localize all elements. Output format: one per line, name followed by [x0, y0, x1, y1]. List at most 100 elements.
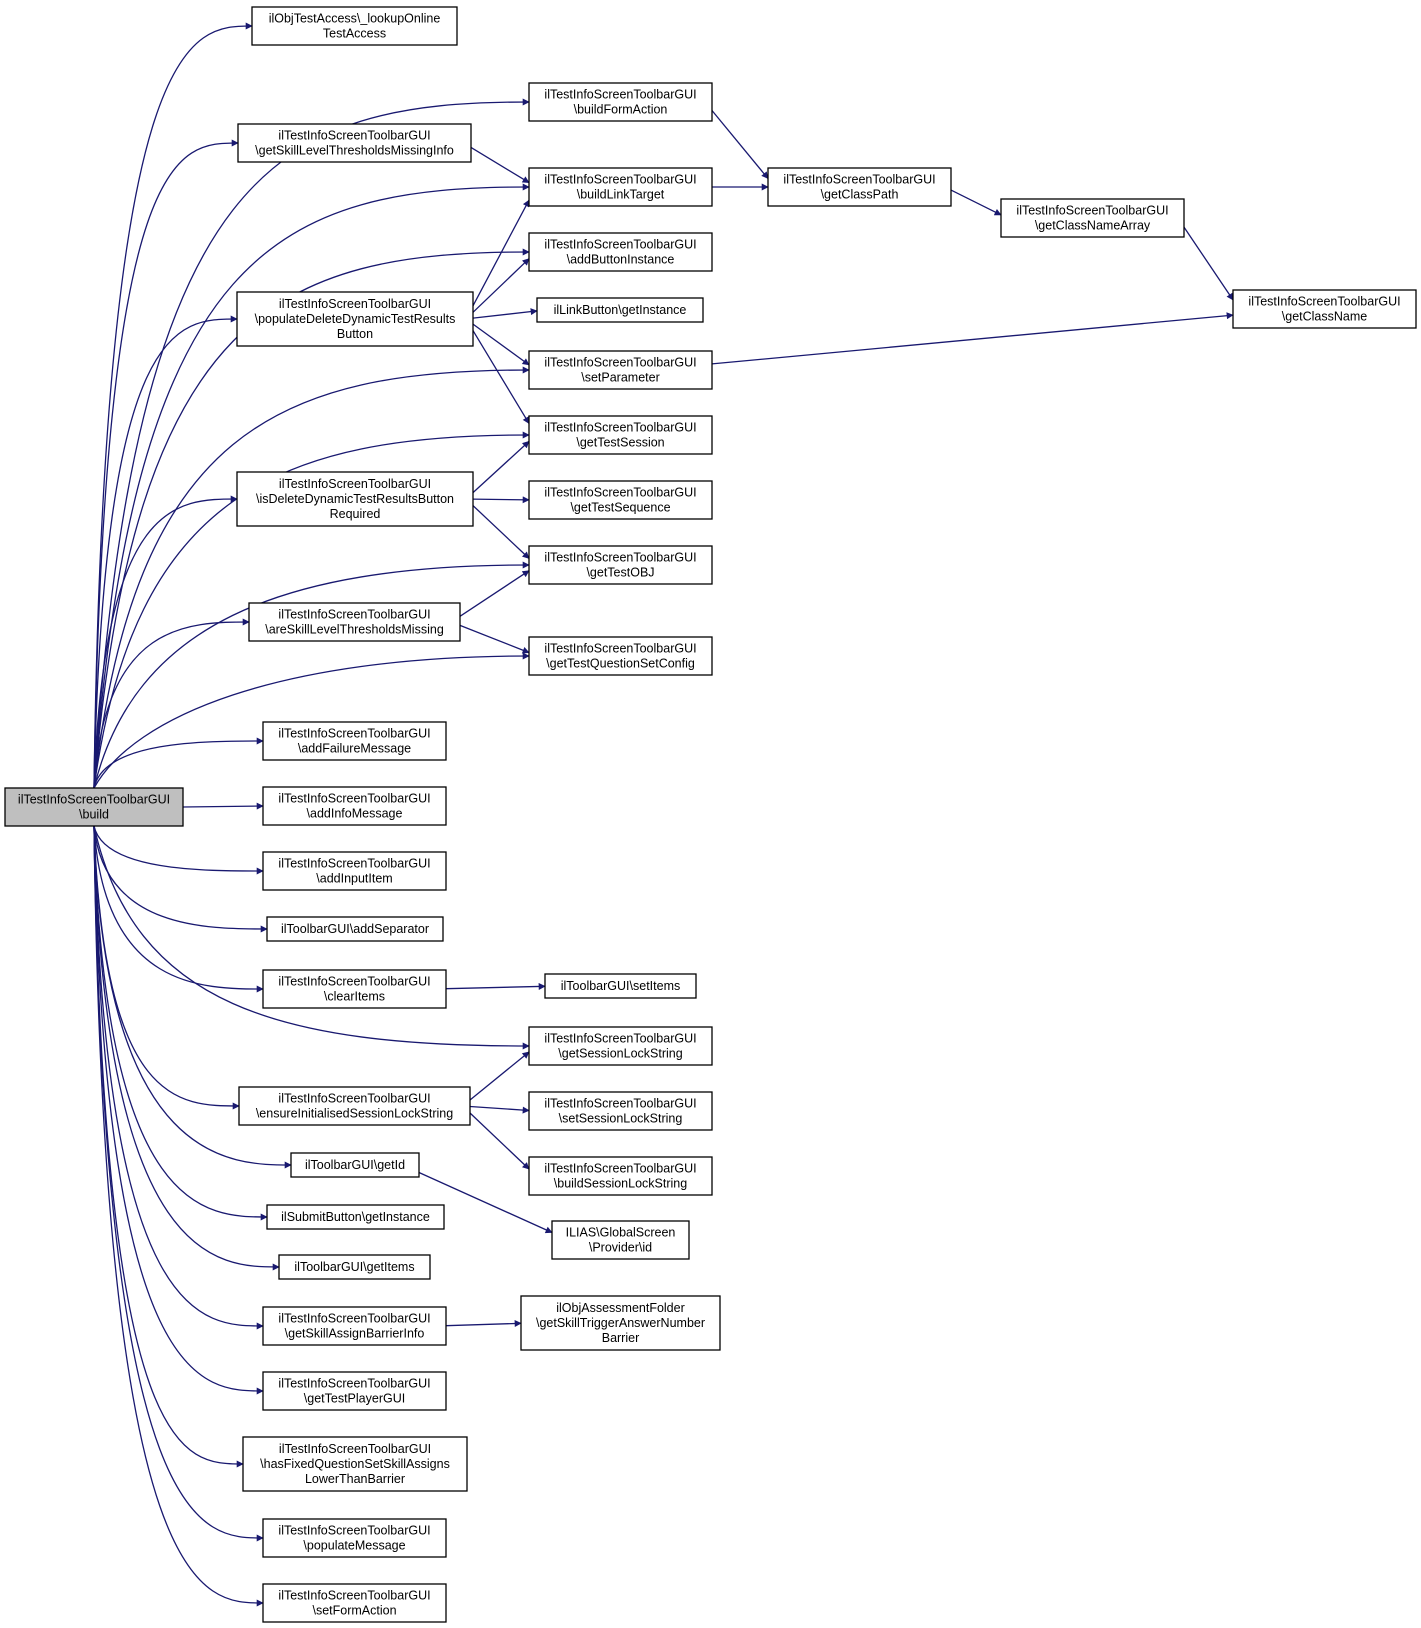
- edge-get-class-path-to-get-class-name-array: [950, 189, 1002, 216]
- node-set-session-lock[interactable]: ilTestInfoScreenToolbarGUI\setSessionLoc…: [528, 1091, 713, 1131]
- edge-build-to-populate-delete: [93, 315, 238, 789]
- edge: [472, 258, 530, 313]
- edge: [93, 737, 264, 789]
- node-get-test-obj[interactable]: ilTestInfoScreenToolbarGUI\getTestOBJ: [528, 545, 713, 585]
- node-label-line: \getTestPlayerGUI: [304, 1392, 405, 1406]
- node-get-test-sequence[interactable]: ilTestInfoScreenToolbarGUI\getTestSequen…: [528, 480, 713, 520]
- edge: [93, 315, 238, 789]
- node-provider-id[interactable]: ILIAS\GlobalScreen\Provider\id: [551, 1220, 690, 1260]
- node-skill-missing-info[interactable]: ilTestInfoScreenToolbarGUI\getSkillLevel…: [237, 123, 472, 163]
- edge-build-to-clear-items: [93, 825, 264, 993]
- node-box: [237, 123, 472, 163]
- edge-ensure-lock-to-set-session-lock: [469, 1105, 530, 1114]
- edge: [93, 825, 292, 1169]
- edge: [93, 431, 530, 789]
- node-add-info[interactable]: ilTestInfoScreenToolbarGUI\addInfoMessag…: [262, 786, 447, 826]
- node-trigger-barrier[interactable]: ilObjAssessmentFolder\getSkillTriggerAns…: [520, 1295, 721, 1351]
- node-build[interactable]: ilTestInfoScreenToolbarGUI\build: [4, 787, 184, 827]
- node-box: [528, 1026, 713, 1066]
- node-get-qsconfig[interactable]: ilTestInfoScreenToolbarGUI\getTestQuesti…: [528, 636, 713, 676]
- edge: [469, 1105, 530, 1114]
- edge: [472, 199, 530, 307]
- node-label-line: ilSubmitButton\getInstance: [281, 1210, 430, 1224]
- edge: [93, 618, 250, 789]
- node-label-line: ilTestInfoScreenToolbarGUI: [278, 1092, 430, 1106]
- edge: [93, 825, 264, 1542]
- edge: [472, 323, 530, 366]
- node-set-items[interactable]: ilToolbarGUI\setItems: [544, 973, 697, 999]
- edge-populate-delete-to-set-parameter: [472, 323, 530, 366]
- edge-build-to-test-player: [93, 825, 264, 1395]
- edge-layer: [93, 22, 1234, 1607]
- node-has-fixed[interactable]: ilTestInfoScreenToolbarGUI\hasFixedQuest…: [242, 1436, 468, 1492]
- node-label-line: \populateMessage: [303, 1539, 405, 1553]
- node-build-session-lock[interactable]: ilTestInfoScreenToolbarGUI\buildSessionL…: [528, 1156, 713, 1196]
- node-test-player[interactable]: ilTestInfoScreenToolbarGUI\getTestPlayer…: [262, 1371, 447, 1411]
- node-label-line: \isDeleteDynamicTestResultsButton: [256, 492, 454, 506]
- node-label-line: \getClassNameArray: [1035, 219, 1151, 233]
- node-add-separator[interactable]: ilToolbarGUI\addSeparator: [266, 916, 444, 942]
- node-set-form-action[interactable]: ilTestInfoScreenToolbarGUI\setFormAction: [262, 1583, 447, 1623]
- edge: [93, 825, 264, 1395]
- node-skill-assign[interactable]: ilTestInfoScreenToolbarGUI\getSkillAssig…: [262, 1306, 447, 1346]
- edge: [93, 495, 238, 789]
- edge-build-to-get-test-session: [93, 431, 530, 789]
- edge: [93, 825, 530, 1050]
- edge-build-to-lookup: [93, 22, 253, 789]
- edge: [93, 561, 530, 789]
- node-ensure-lock[interactable]: ilTestInfoScreenToolbarGUI\ensureInitial…: [238, 1086, 471, 1126]
- node-are-skill[interactable]: ilTestInfoScreenToolbarGUI\areSkillLevel…: [248, 602, 461, 642]
- node-box: [551, 1220, 690, 1260]
- node-box: [251, 6, 458, 46]
- edge: [469, 1051, 530, 1101]
- node-add-button-instance[interactable]: ilTestInfoScreenToolbarGUI\addButtonInst…: [528, 232, 713, 272]
- node-label-line: \getTestOBJ: [586, 566, 654, 580]
- node-add-failure[interactable]: ilTestInfoScreenToolbarGUI\addFailureMes…: [262, 721, 447, 761]
- edge-populate-delete-to-add-button-instance: [472, 258, 530, 313]
- node-label-line: ILIAS\GlobalScreen: [566, 1226, 676, 1240]
- node-is-delete[interactable]: ilTestInfoScreenToolbarGUI\isDeleteDynam…: [236, 471, 474, 527]
- node-get-class-name-array[interactable]: ilTestInfoScreenToolbarGUI\getClassNameA…: [1000, 198, 1185, 238]
- edge-populate-delete-to-build-link-target: [472, 199, 530, 307]
- edge: [93, 139, 239, 789]
- node-label-line: Barrier: [602, 1331, 640, 1345]
- node-get-test-session[interactable]: ilTestInfoScreenToolbarGUI\getTestSessio…: [528, 415, 713, 455]
- edge-build-to-add-failure: [93, 737, 264, 789]
- node-build-form-action[interactable]: ilTestInfoScreenToolbarGUI\buildFormActi…: [528, 82, 713, 122]
- node-link-get-instance[interactable]: ilLinkButton\getInstance: [536, 297, 704, 323]
- node-label-line: ilTestInfoScreenToolbarGUI: [278, 857, 430, 871]
- node-populate-message[interactable]: ilTestInfoScreenToolbarGUI\populateMessa…: [262, 1518, 447, 1558]
- node-get-items[interactable]: ilToolbarGUI\getItems: [278, 1254, 431, 1280]
- node-populate-delete[interactable]: ilTestInfoScreenToolbarGUI\populateDelet…: [236, 291, 474, 347]
- node-label-line: \getClassName: [1282, 310, 1367, 324]
- node-get-class-path[interactable]: ilTestInfoScreenToolbarGUI\getClassPath: [767, 167, 952, 207]
- edge-build-to-build-link-target: [93, 183, 530, 789]
- node-label-line: ilTestInfoScreenToolbarGUI: [544, 173, 696, 187]
- node-label-line: \clearItems: [324, 990, 385, 1004]
- node-box: [290, 1152, 420, 1178]
- node-get-class-name[interactable]: ilTestInfoScreenToolbarGUI\getClassName: [1232, 289, 1417, 329]
- edge: [472, 440, 530, 494]
- node-box: [262, 1306, 447, 1346]
- node-label-line: ilLinkButton\getInstance: [554, 303, 687, 317]
- node-label-line: ilToolbarGUI\addSeparator: [281, 922, 429, 936]
- node-set-parameter[interactable]: ilTestInfoScreenToolbarGUI\setParameter: [528, 350, 713, 390]
- edge: [445, 1320, 522, 1327]
- node-get-session-lock[interactable]: ilTestInfoScreenToolbarGUI\getSessionLoc…: [528, 1026, 713, 1066]
- node-submit-get-instance[interactable]: ilSubmitButton\getInstance: [266, 1204, 445, 1230]
- node-clear-items[interactable]: ilTestInfoScreenToolbarGUI\clearItems: [262, 969, 447, 1009]
- node-get-id[interactable]: ilToolbarGUI\getId: [290, 1152, 420, 1178]
- edge: [711, 312, 1234, 365]
- node-label-line: ilTestInfoScreenToolbarGUI: [1248, 295, 1400, 309]
- edge: [93, 825, 268, 1221]
- node-label-line: \getTestQuestionSetConfig: [546, 657, 695, 671]
- node-label-line: Button: [337, 327, 373, 341]
- node-add-input[interactable]: ilTestInfoScreenToolbarGUI\addInputItem: [262, 851, 447, 891]
- node-box: [1000, 198, 1185, 238]
- edge: [469, 1112, 530, 1170]
- node-label-line: ilTestInfoScreenToolbarGUI: [278, 792, 430, 806]
- node-label-line: \hasFixedQuestionSetSkillAssigns: [260, 1457, 450, 1471]
- node-build-link-target[interactable]: ilTestInfoScreenToolbarGUI\buildLinkTarg…: [528, 167, 713, 207]
- node-box: [262, 1583, 447, 1623]
